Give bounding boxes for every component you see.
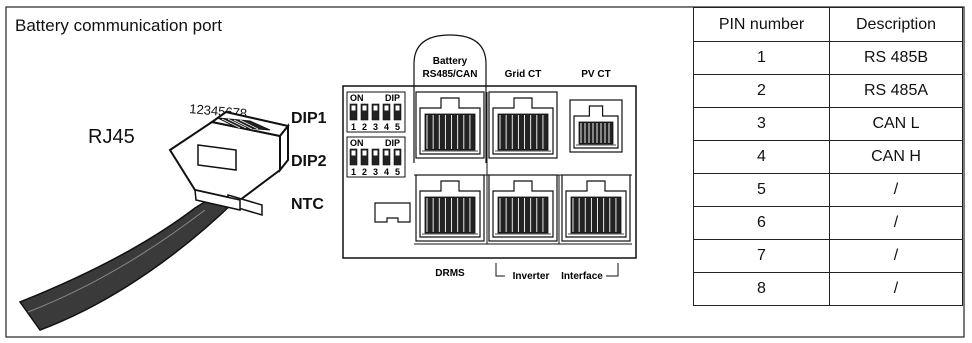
battery-label-line2: RS485/CAN — [422, 69, 477, 80]
dip-toggle — [349, 148, 358, 166]
pin-number-cell: 4 — [693, 140, 830, 174]
table-row: 7/ — [693, 239, 963, 273]
dip-toggle — [393, 103, 402, 121]
description-cell: CAN L — [829, 107, 963, 141]
pin-number-header: PIN number — [693, 7, 830, 42]
inverter-label: Inverter — [513, 271, 550, 282]
ntc-label: NTC — [291, 196, 324, 213]
dip-number: 5 — [395, 167, 400, 177]
rj45-cable — [18, 183, 237, 331]
dip-toggle — [371, 148, 380, 166]
dip-toggle — [382, 148, 391, 166]
description-cell: / — [829, 206, 963, 240]
pin-table-header: PIN number Description — [693, 7, 963, 42]
dip-toggle — [360, 148, 369, 166]
description-cell: / — [829, 272, 963, 306]
rj45-label: RJ45 — [88, 126, 135, 148]
table-row: 8/ — [693, 272, 963, 306]
dip-number: 5 — [395, 122, 400, 132]
pv-ct-label: PV CT — [581, 69, 610, 80]
dip-toggle — [371, 103, 380, 121]
dip-number: 3 — [373, 167, 378, 177]
interface-label: Interface — [561, 271, 603, 282]
description-header: Description — [829, 7, 963, 42]
pin-number-cell: 6 — [693, 206, 830, 240]
dip-number: 1 — [351, 167, 356, 177]
grid-ct-port — [488, 91, 558, 159]
description-cell: RS 485B — [829, 41, 963, 75]
dip-number: 2 — [362, 122, 367, 132]
dip-toggle — [360, 103, 369, 121]
table-row: 6/ — [693, 206, 963, 240]
pin-number-cell: 8 — [693, 272, 830, 306]
interface-port — [561, 174, 631, 242]
battery-rs485-can-port — [415, 91, 485, 159]
pin-number-cell: 2 — [693, 74, 830, 108]
battery-label-line1: Battery — [433, 56, 468, 67]
pin-number-cell: 1 — [693, 41, 830, 75]
dip-number: 2 — [362, 167, 367, 177]
diagram-title: Battery communication port — [15, 16, 222, 35]
description-cell: / — [829, 239, 963, 273]
dip2-label: DIP2 — [291, 153, 327, 170]
port-diagram: Battery communication port RJ45 12345678… — [15, 16, 637, 331]
dip-on-label: ON — [350, 138, 364, 148]
pin-number-cell: 3 — [693, 107, 830, 141]
interface-bracket-right — [606, 263, 619, 277]
description-cell: RS 485A — [829, 74, 963, 108]
dip-label: DIP — [385, 138, 400, 148]
pin-number-cell: 5 — [693, 173, 830, 207]
battery-port-tab — [413, 34, 487, 163]
drms-label: DRMS — [435, 268, 465, 279]
dip-toggle — [382, 103, 391, 121]
dip-on-label: ON — [350, 93, 364, 103]
pin-number-cell: 7 — [693, 239, 830, 273]
dip-toggle — [393, 148, 402, 166]
dip-number: 4 — [384, 167, 389, 177]
port-panel — [342, 85, 637, 259]
rj45-ports — [414, 91, 632, 245]
pv-ct-port — [569, 99, 623, 153]
inverter-port — [488, 174, 558, 242]
dip-number: 4 — [384, 122, 389, 132]
ntc-connector — [374, 202, 411, 223]
dip-label: DIP — [385, 93, 400, 103]
dip1-label: DIP1 — [291, 110, 327, 127]
description-cell: CAN H — [829, 140, 963, 174]
dip-toggle — [349, 103, 358, 121]
inverter-bracket-left — [495, 263, 505, 277]
grid-ct-label: Grid CT — [505, 69, 542, 80]
rj45-plug-icon — [168, 110, 290, 217]
drms-port — [415, 174, 485, 242]
dip-number: 3 — [373, 122, 378, 132]
table-row: 5/ — [693, 173, 963, 207]
dip-number: 1 — [351, 122, 356, 132]
description-cell: / — [829, 173, 963, 207]
